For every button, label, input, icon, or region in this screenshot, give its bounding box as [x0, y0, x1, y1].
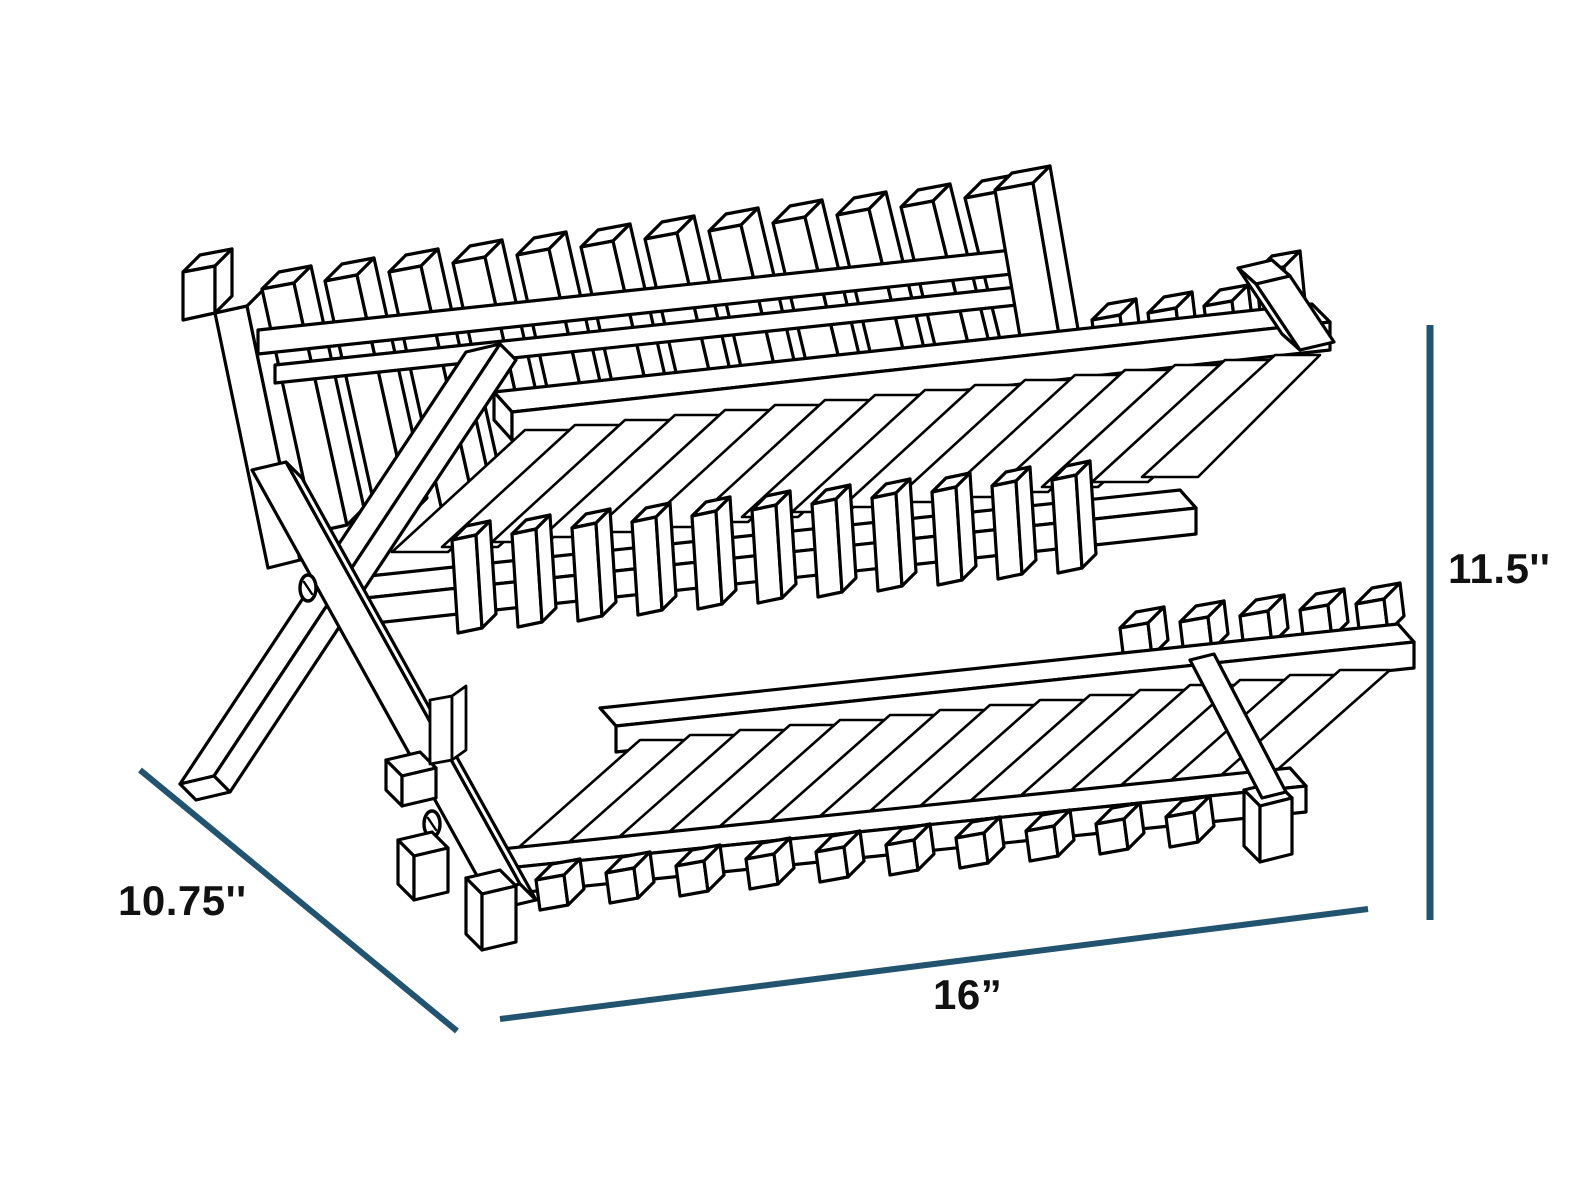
lower-tier-back-fins	[450, 459, 1098, 635]
depth-dimension-line	[138, 767, 459, 1034]
bottom-edge-fins	[534, 794, 1216, 912]
right-support-leg	[1188, 652, 1294, 864]
lower-tier-slats	[516, 668, 1392, 850]
upper-tier-slats	[390, 353, 1322, 554]
height-dimension-label: 11.5''	[1448, 545, 1551, 592]
width-dimension-label: 16”	[933, 971, 1003, 1018]
rack-geometry	[178, 164, 1416, 952]
back-right-post	[1236, 258, 1336, 352]
depth-dimension-label: 10.75''	[118, 877, 247, 924]
lower-tier	[450, 459, 1416, 912]
lower-deck-connectors	[428, 684, 468, 766]
left-x-frame	[178, 342, 538, 952]
width-dimension-line	[499, 906, 1369, 1022]
